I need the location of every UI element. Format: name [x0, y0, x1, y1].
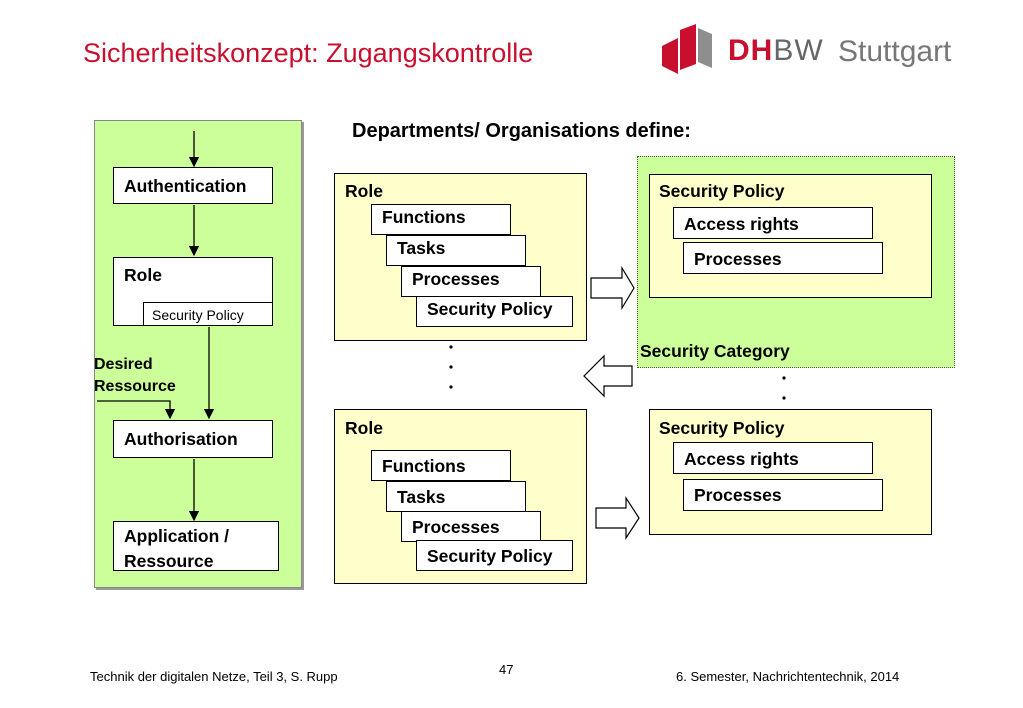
logo-brand-dh: DH	[728, 34, 774, 67]
ellipsis-dot	[449, 385, 453, 389]
departments-heading: Departments/ Organisations define:	[352, 120, 691, 142]
ellipsis-dot	[782, 376, 786, 380]
slide-title: Sicherheitskonzept: Zugangskontrolle	[83, 38, 534, 68]
block-arrow-right-1	[590, 265, 635, 311]
role-1-security-policy: Security Policy	[416, 296, 573, 327]
policy-2-access-rights: Access rights	[673, 442, 873, 474]
policy-2-processes: Processes	[683, 479, 883, 511]
ellipsis-dot	[782, 396, 786, 400]
footer-right: 6. Semester, Nachrichtentechnik, 2014	[676, 669, 900, 684]
logo-city: Stuttgart	[838, 35, 952, 68]
ellipsis-dot	[449, 365, 453, 369]
role-1-functions: Functions	[371, 204, 511, 235]
role-2-functions: Functions	[371, 450, 511, 481]
role-2-processes: Processes	[401, 511, 541, 542]
security-policy-2-title: Security Policy	[659, 418, 785, 438]
logo-brand: DHBW	[728, 34, 824, 68]
dhbw-logo-mark	[662, 24, 712, 74]
role-box-label: Role	[124, 265, 162, 285]
authorisation-box: Authorisation	[113, 420, 273, 458]
desired-label-line1: Desired	[94, 356, 153, 373]
role-1-tasks: Tasks	[386, 235, 526, 266]
authentication-box: Authentication	[113, 167, 273, 204]
role-2-tasks: Tasks	[386, 481, 526, 512]
ellipsis-dot	[449, 345, 453, 349]
application-box: Application / Ressource	[113, 521, 279, 571]
logo-brand-bw: BW	[773, 34, 824, 67]
arrow-desired-ressource	[97, 400, 176, 420]
page-number: 47	[499, 662, 514, 677]
dhbw-logo: DHBW Stuttgart	[660, 24, 980, 84]
application-line1: Application /	[124, 526, 229, 546]
policy-1-processes: Processes	[683, 242, 883, 274]
footer-left: Technik der digitalen Netze, Teil 3, S. …	[90, 669, 338, 684]
role-group-1-title: Role	[345, 181, 383, 201]
security-policy-1-title: Security Policy	[659, 181, 785, 201]
policy-1-access-rights: Access rights	[673, 207, 873, 239]
block-arrow-right-2	[595, 495, 640, 541]
role-group-2-title: Role	[345, 418, 383, 438]
role-2-security-policy: Security Policy	[416, 540, 573, 571]
application-line2: Ressource	[124, 551, 214, 571]
security-category-label: Security Category	[640, 341, 790, 361]
block-arrow-left	[583, 354, 633, 398]
role-1-processes: Processes	[401, 266, 541, 297]
desired-label-line2: Ressource	[94, 378, 176, 395]
role-security-policy-box: Security Policy	[143, 302, 273, 326]
